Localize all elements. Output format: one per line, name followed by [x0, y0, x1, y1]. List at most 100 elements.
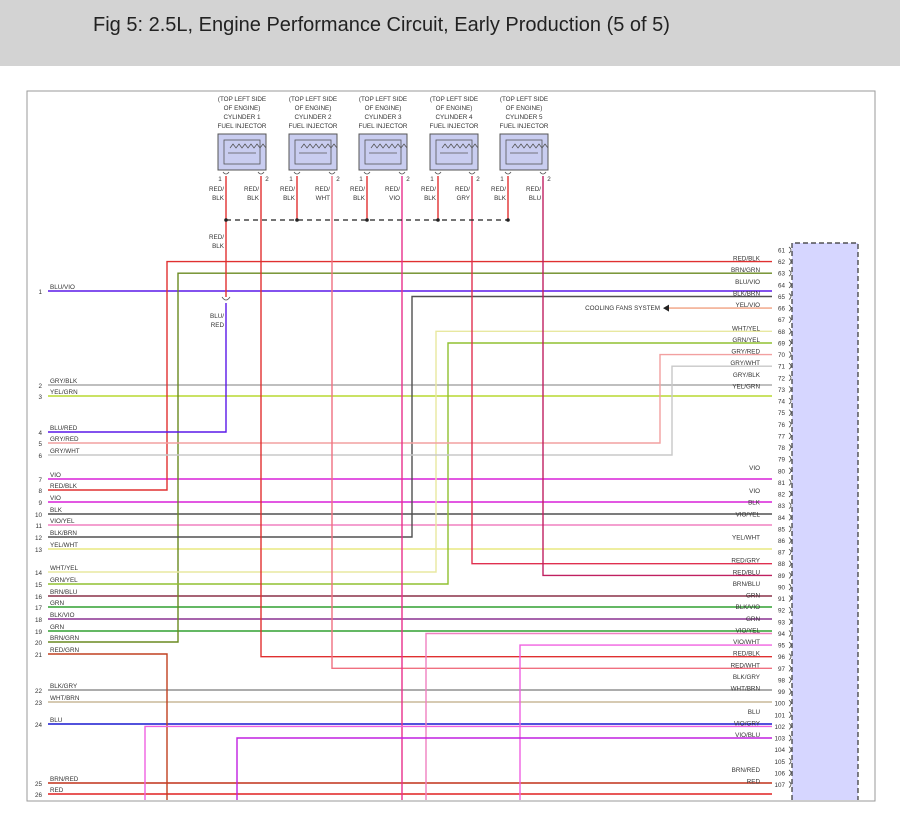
connector-pin-terminal [788, 664, 792, 672]
connector-pin-61: 61 [778, 248, 786, 255]
connector-pin-terminal [788, 316, 792, 324]
left-wire-label-25: BRN/RED [50, 776, 79, 783]
connector-wire-label-65: BLK/BRN [733, 291, 760, 298]
ecm-connector-body [792, 243, 858, 800]
connector-pin-85: 85 [778, 526, 786, 533]
injector-pin-2-wire-label: RED/ [526, 186, 541, 193]
injector-coil-box [364, 139, 402, 165]
left-pin-number-11: 11 [35, 523, 42, 530]
left-wire-label-13: YEL/WHT [50, 542, 78, 549]
connector-pin-terminal [788, 490, 792, 498]
wire-injector-4-pin2 [471, 176, 772, 565]
connector-pin-107: 107 [774, 782, 785, 789]
wire-pin-103 [236, 737, 772, 800]
connector-pin-74: 74 [778, 399, 786, 406]
connector-pin-63: 63 [778, 271, 786, 278]
injector-pin-2-number: 2 [547, 176, 551, 183]
connector-wire-label-80: VIO [749, 465, 760, 472]
connector-wire-label-92: BLK/VIO [736, 604, 761, 611]
connector-pin-84: 84 [778, 515, 786, 522]
connector-wire-label-93: GRN [746, 616, 760, 623]
injector-coil [441, 143, 479, 149]
connector-pin-67: 67 [778, 317, 786, 324]
connector-pin-101: 101 [774, 712, 785, 719]
injector-pin-1-wire-label: BLK [283, 195, 296, 202]
connector-wire-label-106: BRN/RED [732, 767, 761, 774]
wire-injector-5-pin2 [542, 176, 772, 577]
injector-pin-2 [257, 171, 265, 175]
connector-pin-103: 103 [774, 736, 785, 743]
injector-body [429, 133, 479, 171]
injector-label-line: FUEL INJECTOR [500, 123, 549, 130]
connector-pin-terminal [788, 676, 792, 684]
left-pin-number-4: 4 [38, 430, 42, 437]
connector-pin-terminal [788, 630, 792, 637]
connector-pin-81: 81 [778, 480, 786, 487]
connector-pin-92: 92 [778, 608, 786, 615]
connector-pin-terminal [788, 246, 792, 254]
wire-injector-2-pin2 [331, 176, 772, 669]
wire-red-grn [48, 653, 168, 800]
injector-pin-2 [539, 171, 547, 175]
left-wire-label-10: BLK [50, 507, 63, 514]
cooling-fans-arrow [663, 304, 669, 312]
wire-pin-95 [519, 644, 772, 800]
left-pin-number-7: 7 [38, 477, 42, 484]
connector-pin-78: 78 [778, 445, 786, 452]
injector-label-line: OF ENGINE) [506, 105, 543, 112]
connector-pin-99: 99 [778, 689, 786, 696]
connector-pin-terminal [788, 409, 792, 417]
left-wire-label-5: GRY/RED [50, 436, 79, 443]
connector-pin-104: 104 [774, 747, 785, 754]
left-wire-label-21: RED/GRN [50, 647, 79, 654]
connector-pin-terminal [788, 699, 792, 707]
injector-label-line: FUEL INJECTOR [359, 123, 408, 130]
left-pin-number-13: 13 [35, 547, 43, 554]
connector-wire-label-66: YEL/VIO [736, 302, 761, 309]
left-wire-label-9: VIO [50, 495, 61, 502]
connector-wire-label-82: VIO [749, 488, 760, 495]
connector-pin-106: 106 [774, 770, 785, 777]
injector-coil [370, 143, 408, 149]
connector-pin-terminal [788, 420, 792, 428]
injector-label-line: CYLINDER 1 [223, 114, 261, 121]
connector-wire-label-73: YEL/GRN [732, 383, 760, 390]
injector-label-line: (TOP LEFT SIDE [430, 96, 478, 103]
connector-pin-terminal [788, 467, 792, 475]
left-wire-label-8: RED/BLK [50, 483, 78, 490]
connector-pin-90: 90 [778, 585, 786, 592]
connector-pin-terminal [788, 781, 792, 788]
connector-wire-label-64: BLU/VIO [735, 279, 760, 286]
connector-wire-label-94: VIO/YEL [736, 628, 761, 635]
left-pin-number-12: 12 [35, 535, 43, 542]
injector-label-line: (TOP LEFT SIDE [500, 96, 548, 103]
connector-pin-terminal [788, 281, 792, 289]
connector-pin-76: 76 [778, 422, 786, 429]
connector-pin-terminal [788, 734, 792, 742]
left-pin-number-25: 25 [35, 781, 43, 788]
left-pin-number-19: 19 [35, 629, 43, 636]
connector-wire-label-91: GRN [746, 593, 760, 600]
connector-pin-64: 64 [778, 282, 786, 289]
connector-pin-terminal [788, 397, 792, 405]
connector-wire-label-96: RED/BLK [733, 651, 761, 658]
connector-pin-75: 75 [778, 410, 786, 417]
injector-coil-box [505, 139, 543, 165]
connector-pin-terminal [788, 711, 792, 719]
injector-label-line: CYLINDER 2 [294, 114, 332, 121]
connector-pin-80: 80 [778, 468, 786, 475]
connector-pin-terminal [788, 304, 792, 312]
injector-label-line: (TOP LEFT SIDE [218, 96, 266, 103]
injector-pin-1 [363, 171, 371, 175]
injector-label-line: OF ENGINE) [365, 105, 402, 112]
left-pin-number-14: 14 [35, 570, 43, 577]
connector-pin-terminal [788, 560, 792, 568]
connector-pin-terminal [788, 269, 792, 277]
connector-wire-label-83: BLK [748, 500, 761, 507]
left-pin-number-1: 1 [38, 289, 42, 296]
left-wire-label-20: BRN/GRN [50, 635, 79, 642]
injector-pin-2-wire-label: BLU [529, 195, 542, 202]
